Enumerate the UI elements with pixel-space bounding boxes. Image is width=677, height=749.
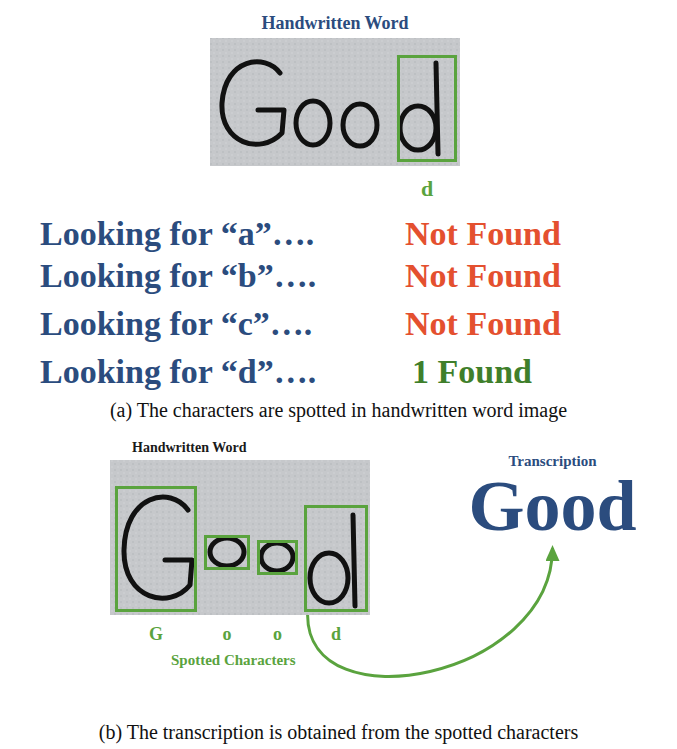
- search-query: Looking for “b”….: [40, 256, 316, 297]
- arrow-label: Spotted Characters: [171, 652, 296, 669]
- search-result: Not Found: [405, 214, 561, 255]
- character-label: G: [118, 624, 194, 645]
- character-label: d: [400, 176, 454, 202]
- character-label: o: [260, 624, 295, 645]
- character-box: G: [115, 486, 197, 612]
- curved-arrow: [308, 548, 553, 676]
- image-heading: Handwritten Word: [210, 13, 460, 34]
- character-box: d: [304, 505, 368, 612]
- search-result: Not Found: [405, 304, 561, 345]
- handwriting-image-a: [210, 38, 460, 166]
- caption: (b) The transcription is obtained from t…: [0, 720, 677, 744]
- word-image: Handwritten WordGood: [110, 460, 370, 615]
- transcription-word: Good: [440, 470, 665, 542]
- word-image: Handwritten Wordd: [210, 38, 460, 166]
- character-box: d: [397, 55, 457, 162]
- image-heading: Handwritten Word: [132, 440, 246, 456]
- transcription-heading: Transcription: [440, 452, 665, 470]
- search-result: Not Found: [405, 256, 561, 297]
- character-box: o: [204, 535, 250, 570]
- transcription-block: TranscriptionGood: [440, 452, 665, 542]
- handwriting-image-b: [110, 460, 370, 615]
- search-query: Looking for “a”….: [40, 214, 314, 255]
- caption: (a) The characters are spotted in handwr…: [0, 398, 677, 422]
- search-result: 1 Found: [412, 352, 532, 393]
- search-query: Looking for “c”….: [40, 304, 312, 345]
- character-label: o: [207, 624, 247, 645]
- character-label: d: [307, 624, 365, 645]
- search-query: Looking for “d”….: [40, 352, 316, 393]
- character-box: o: [257, 540, 298, 575]
